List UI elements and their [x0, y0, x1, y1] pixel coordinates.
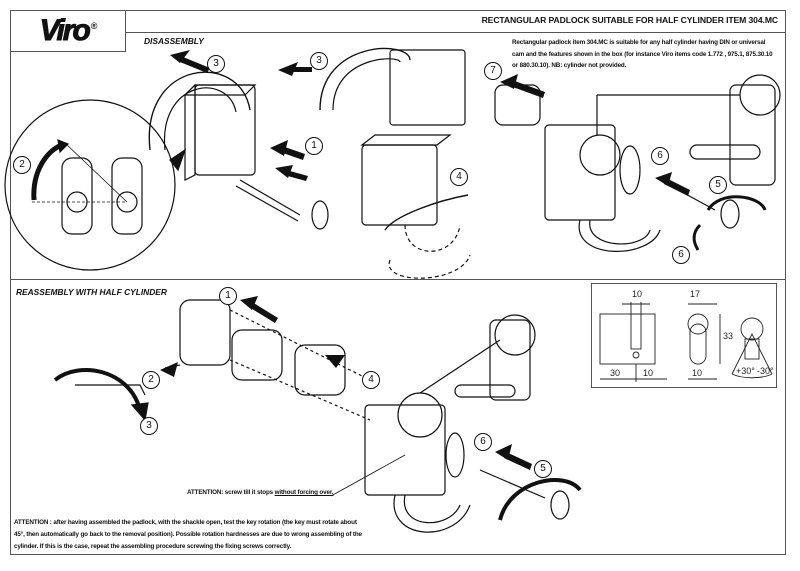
- angle-minus: -30°: [757, 366, 774, 376]
- step-marker: 3: [140, 417, 158, 435]
- viro-logo: Viro®: [39, 13, 97, 47]
- section-divider: [10, 279, 786, 280]
- direction-arrows-top: [170, 50, 690, 196]
- shackle-detached: [319, 47, 466, 126]
- key-rotation-detail: [4, 99, 187, 271]
- step-marker: 6: [672, 246, 690, 264]
- dimension-length-a: 30: [610, 368, 621, 378]
- step-marker: 4: [362, 371, 380, 389]
- step-marker: 2: [13, 156, 31, 174]
- padlock-disassembly-right: [494, 74, 781, 252]
- angle-plus: +30°: [736, 366, 755, 376]
- step-marker: 5: [534, 460, 552, 478]
- step-marker: 5: [709, 176, 727, 194]
- section-label-reassembly: REASSEMBLY WITH HALF CYLINDER: [16, 287, 167, 297]
- padlock-shackle-open: [360, 134, 471, 279]
- reassembly-cylinder-parts: [53, 299, 371, 422]
- cylinder-dimension-drawing: [599, 302, 773, 382]
- title-bar: RECTANGULAR PADLOCK SUITABLE FOR HALF CY…: [126, 10, 786, 33]
- direction-arrows-bottom: [160, 296, 532, 470]
- dimension-cam-width: 10: [632, 289, 643, 299]
- step-marker: 6: [474, 433, 492, 451]
- intro-paragraph: Rectangular padlock item 304.MC is suita…: [512, 39, 773, 69]
- reassembly-padlock: [330, 314, 582, 533]
- step-marker: 6: [651, 147, 669, 165]
- padlock-disassembly-main: [148, 71, 329, 230]
- step-marker: 1: [219, 287, 237, 305]
- step-marker: 4: [450, 168, 468, 186]
- logo-box: Viro®: [10, 10, 126, 52]
- dimension-front-width: 17: [690, 289, 701, 299]
- attention-screw-note: ATTENTION: screw till it stops without f…: [187, 489, 334, 496]
- step-marker: 2: [142, 371, 160, 389]
- dimension-length-b: 10: [643, 368, 654, 378]
- step-marker: 1: [305, 137, 323, 155]
- attention-paragraph: ATTENTION : after having assembled the p…: [14, 519, 362, 550]
- dimension-bottom-width: 10: [692, 368, 703, 378]
- cylinder-dimensions-box: 10 17 33 30 10 10 +30° -30°: [591, 283, 777, 388]
- document-title: RECTANGULAR PADLOCK SUITABLE FOR HALF CY…: [481, 15, 779, 25]
- document-frame: [10, 10, 786, 555]
- step-marker: 3: [310, 52, 328, 70]
- dimension-height: 33: [723, 331, 734, 341]
- step-marker: 7: [484, 62, 502, 80]
- section-label-disassembly: DISASSEMBLY: [144, 36, 204, 46]
- step-marker: 3: [207, 55, 225, 73]
